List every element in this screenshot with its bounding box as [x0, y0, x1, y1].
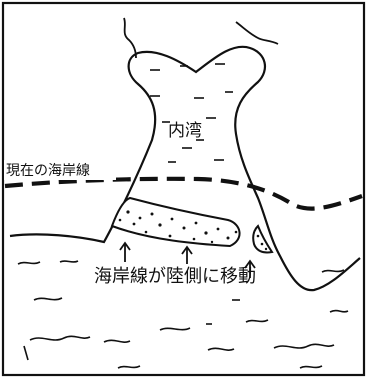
current-coastline-line	[4, 176, 363, 211]
sediment-dots-left	[118, 210, 238, 244]
bay-label: 内湾	[168, 121, 202, 141]
arrow-up-icon	[181, 245, 193, 264]
arrow-up-icon	[244, 259, 256, 278]
ancient-bay-coastline	[9, 45, 361, 292]
arrow-up-icon	[119, 241, 131, 262]
current-coastline-label: 現在の海岸線	[6, 163, 90, 179]
river-channel	[235, 21, 279, 45]
sediment-area-left	[110, 196, 241, 248]
bay-water-marks	[150, 63, 233, 163]
sediment-area-right	[252, 224, 274, 254]
sediment-dots-right	[256, 234, 268, 251]
migration-label: 海岸線が陸側に移動	[94, 266, 256, 287]
river-channel	[123, 17, 137, 59]
current-coastline-label-bg	[4, 160, 116, 180]
sea-water-marks	[17, 260, 349, 369]
migration-arrows	[119, 241, 256, 278]
